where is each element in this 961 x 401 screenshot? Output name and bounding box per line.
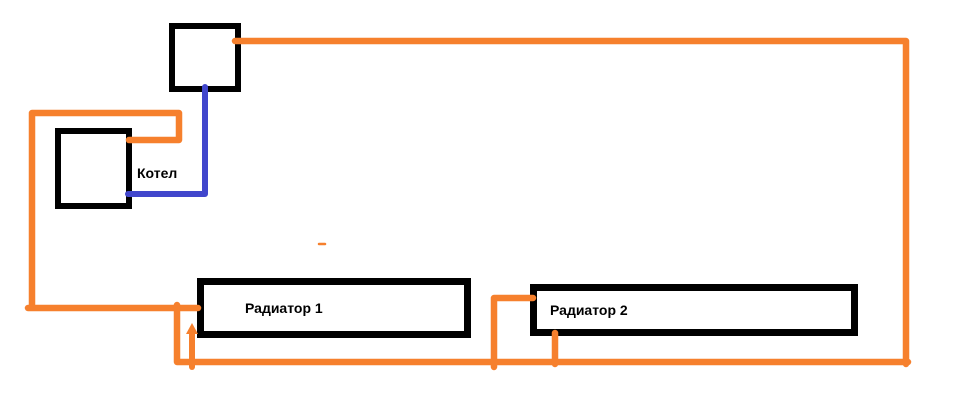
pipe-radiator-2-riser bbox=[490, 294, 537, 371]
expansion-tank-box bbox=[169, 23, 241, 92]
radiator-2-box: Радиатор 2 bbox=[530, 284, 858, 336]
radiator-1-box: Радиатор 1 bbox=[197, 278, 471, 338]
radiator-2-label: Радиатор 2 bbox=[550, 302, 628, 318]
radiator-1-label: Радиатор 1 bbox=[245, 300, 323, 316]
boiler-box bbox=[55, 128, 132, 209]
boiler-label: Котел bbox=[137, 165, 178, 181]
